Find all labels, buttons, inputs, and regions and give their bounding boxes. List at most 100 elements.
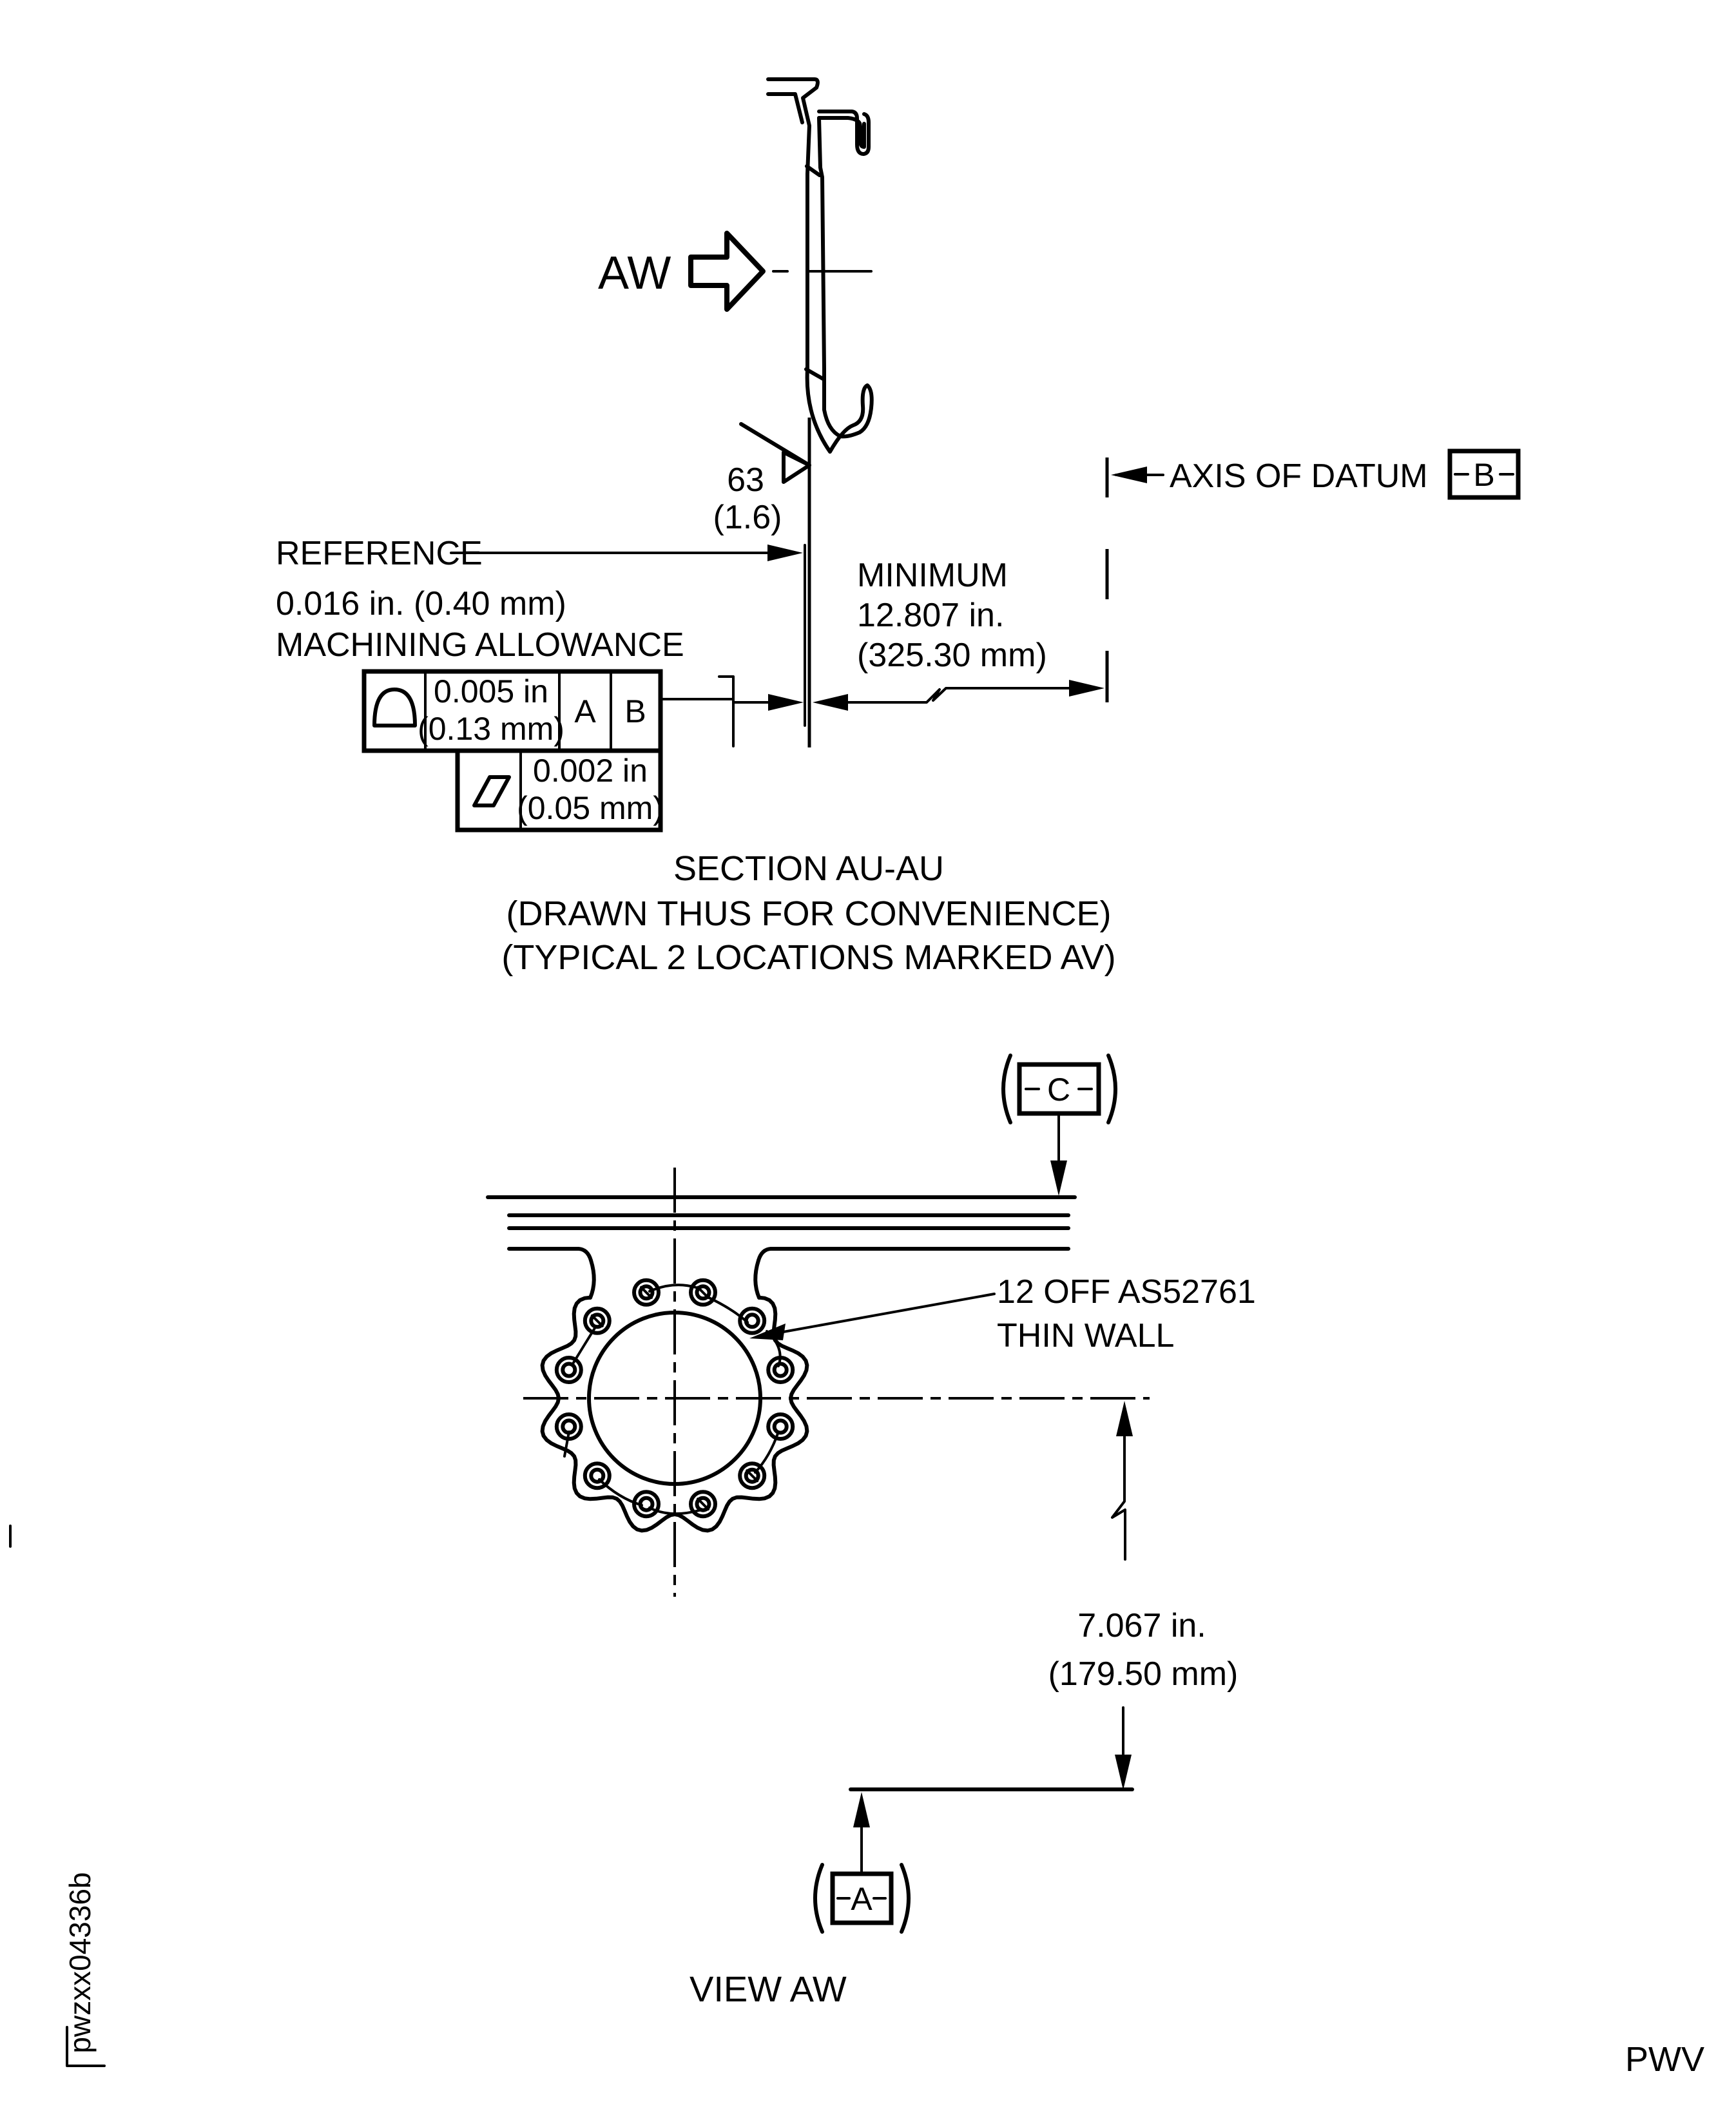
datum-b-letter: B xyxy=(1473,457,1494,493)
bolt-hole xyxy=(744,1467,760,1484)
bolt-hole xyxy=(632,1278,661,1307)
section-hook-outer xyxy=(817,110,871,156)
bolt-hole xyxy=(689,1278,717,1307)
minimum-line3: (325.30 mm) xyxy=(857,637,1047,674)
bolt-hole xyxy=(695,1496,711,1512)
height-dim-line1: 7.067 in. xyxy=(1077,1607,1206,1644)
min-dim-left-arrow-icon xyxy=(813,694,848,711)
section-title: SECTION AU-AU (DRAWN THUS FOR CONVENIENC… xyxy=(501,849,1115,977)
aw-block-arrow-icon xyxy=(688,231,766,312)
surface-finish-metric: (1.6) xyxy=(713,499,782,536)
height-dim-up-arrow-icon xyxy=(1116,1401,1133,1436)
bolt-hole xyxy=(589,1313,606,1329)
section-profile-outline xyxy=(766,77,874,454)
case-wall-line-4-left xyxy=(507,1247,593,1262)
bolt-hole xyxy=(738,1306,767,1335)
datum-c-paren-left xyxy=(1001,1054,1012,1124)
fcf1-leader xyxy=(659,675,769,747)
hole-callout-leader xyxy=(778,1293,996,1334)
datum-a-letter: A xyxy=(851,1881,873,1917)
surface-finish-value: 63 xyxy=(727,461,764,499)
profile-of-surface-icon xyxy=(372,688,417,727)
hole-string-bottom xyxy=(648,1507,700,1516)
hole-string-lower-right xyxy=(754,1430,780,1474)
fcf1-datum-a: A xyxy=(574,693,596,729)
height-dimension: 7.067 in. (179.50 mm) xyxy=(1048,1401,1239,1790)
fcf1-dividers xyxy=(424,670,612,752)
section-fold-line-bottom xyxy=(804,367,826,381)
section-hook-inner xyxy=(817,116,866,149)
flange-neck-left xyxy=(588,1258,596,1300)
bolt-hole xyxy=(638,1284,655,1301)
surface-finish-symbol: 63 (1.6) xyxy=(713,422,811,536)
datum-c-letter: C xyxy=(1047,1072,1070,1108)
bolt-hole xyxy=(689,1490,717,1519)
datum-b-box xyxy=(1447,448,1521,500)
aw-view-label: AW xyxy=(598,247,671,299)
reference-line1: REFERENCE xyxy=(276,535,483,572)
doc-number: pwzxx04336b xyxy=(63,1872,97,2053)
hole-slash-mark xyxy=(746,1469,759,1483)
fcf2-tolerance-in: 0.002 in xyxy=(533,753,648,789)
datum-a-arrow-head-icon xyxy=(853,1792,870,1827)
datum-c-arrow-head-icon xyxy=(1050,1160,1067,1196)
hole-string-upper-left xyxy=(571,1325,597,1366)
feature-control-frame-profile: 0.005 in (0.13 mm) A B xyxy=(362,669,804,753)
section-bar-underside xyxy=(766,92,804,124)
case-wall-line-4-right xyxy=(757,1247,1070,1262)
doc-number-corner-mark xyxy=(66,2026,106,2067)
flatness-icon xyxy=(472,775,511,807)
hole-callout-arrow-head-icon xyxy=(749,1324,786,1340)
height-dim-line2: (179.50 mm) xyxy=(1048,1655,1239,1693)
hole-callout-line1: 12 OFF AS52761 xyxy=(997,1273,1256,1311)
hole-string-top xyxy=(648,1284,697,1293)
bolt-hole xyxy=(632,1490,661,1519)
section-title-line3: (TYPICAL 2 LOCATIONS MARKED AV) xyxy=(501,938,1115,977)
bolt-hole xyxy=(744,1313,760,1329)
datum-c-callout: C xyxy=(1001,1054,1117,1196)
fcf1-tolerance-in: 0.005 in xyxy=(434,673,548,709)
hole-callout: 12 OFF AS52761 THIN WALL xyxy=(749,1273,1256,1354)
view-aw: C 12 OFF AS52 xyxy=(486,1054,1256,2009)
feature-control-frame-flatness: 0.002 in (0.05 mm) xyxy=(455,748,664,833)
section-title-line1: SECTION AU-AU xyxy=(673,849,944,888)
reference-note: REFERENCE 0.016 in. (0.40 mm) MACHINING … xyxy=(276,535,803,664)
bolt-hole xyxy=(738,1461,767,1490)
fcf1-datum-b: B xyxy=(624,693,646,729)
bolt-hole xyxy=(583,1306,612,1335)
minimum-line2: 12.807 in. xyxy=(857,597,1004,634)
axis-of-datum-b: AXIS OF DATUM B xyxy=(1105,448,1521,702)
view-aw-title: VIEW AW xyxy=(690,1969,847,2009)
minimum-line1: MINIMUM xyxy=(857,557,1008,594)
bolt-hole xyxy=(561,1362,577,1378)
fcf1-tolerance-mm: (0.13 mm) xyxy=(418,711,564,747)
hole-string-upper-right xyxy=(705,1295,749,1324)
reference-arrow-head-icon xyxy=(767,544,803,561)
bolt-hole xyxy=(695,1284,711,1301)
bolt-hole xyxy=(772,1362,789,1378)
fcf1-arrow-head-icon xyxy=(768,694,804,711)
bolt-hole xyxy=(554,1356,583,1384)
bolt-hole xyxy=(766,1412,795,1441)
min-dim-line xyxy=(847,687,1071,704)
datum-a-paren-right xyxy=(900,1863,911,1934)
datum-a-callout: A xyxy=(813,1792,911,1934)
section-title-line2: (DRAWN THUS FOR CONVENIENCE) xyxy=(506,894,1111,933)
min-dim-right-arrow-icon xyxy=(1069,680,1104,697)
hole-callout-line2: THIN WALL xyxy=(997,1317,1174,1354)
reference-line3: MACHINING ALLOWANCE xyxy=(276,626,684,664)
flange-generated-geometry xyxy=(540,1278,809,1533)
hole-slash-mark xyxy=(640,1286,653,1299)
minimum-dimension: MINIMUM 12.807 in. (325.30 mm) xyxy=(813,557,1104,711)
axis-of-datum-label: AXIS OF DATUM xyxy=(1170,457,1428,495)
datum-a-paren-left xyxy=(813,1863,824,1934)
reference-line2: 0.016 in. (0.40 mm) xyxy=(276,585,566,622)
page-code: PWV xyxy=(1625,2040,1704,2079)
datum-c-paren-right xyxy=(1106,1054,1117,1124)
fcf2-tolerance-mm: (0.05 mm) xyxy=(517,790,664,826)
hole-string-lower-left xyxy=(598,1478,643,1507)
datum-a-box xyxy=(830,1871,894,1925)
section-au-au-view: AW 63 (1.6) AXIS OF DATUM B REFERENCE 0.… xyxy=(276,77,1521,977)
page-furniture: pwzxx04336b PWV xyxy=(9,1525,1704,2079)
